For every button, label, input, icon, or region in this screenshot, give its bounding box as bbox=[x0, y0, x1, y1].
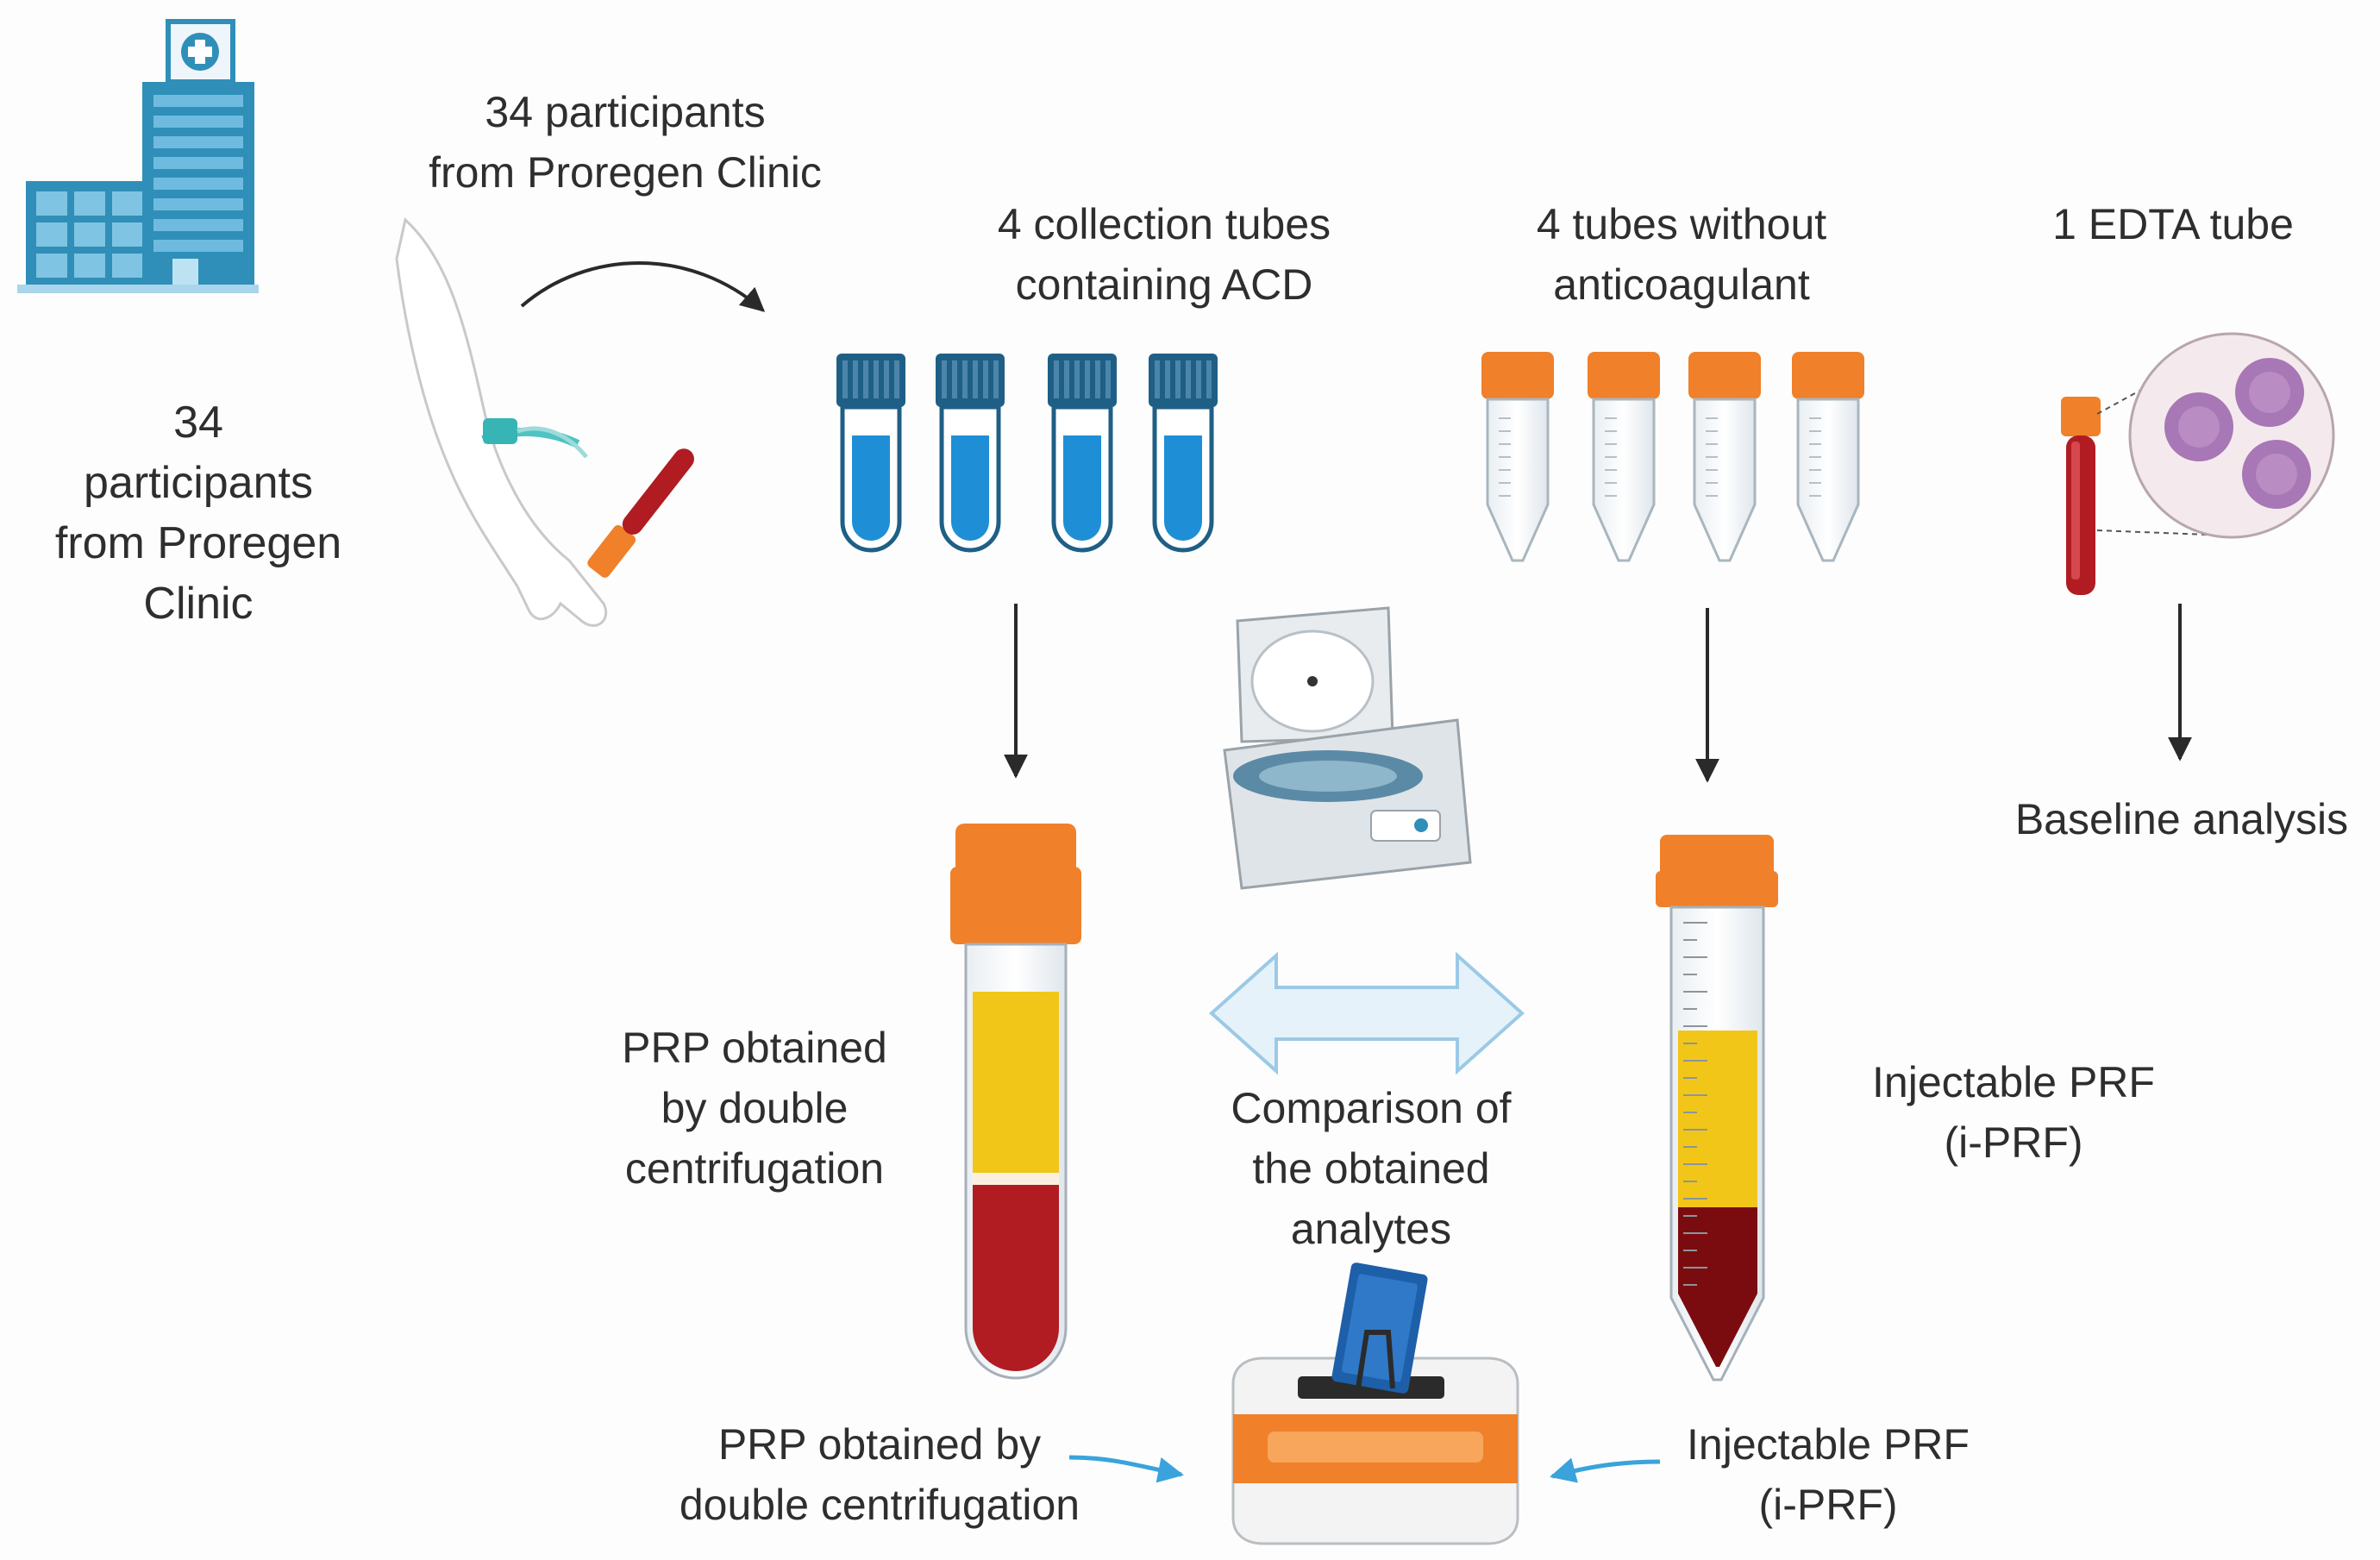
curved-arrow bbox=[520, 261, 766, 312]
conical-tube bbox=[1688, 352, 1761, 562]
acd-tube-group bbox=[836, 354, 1218, 553]
prp-tube bbox=[950, 824, 1081, 1380]
analyzer-icon bbox=[1231, 1262, 1519, 1545]
comparison-double-arrow bbox=[1208, 951, 1525, 1075]
conical-tube bbox=[1792, 352, 1864, 562]
edta-label: 1 EDTA tube bbox=[2052, 200, 2294, 248]
acd-tube bbox=[936, 354, 1005, 553]
conical-tube bbox=[1588, 352, 1660, 562]
iprf-side-label: Injectable PRF(i-PRF) bbox=[1872, 1058, 2155, 1167]
microscope-cells-icon bbox=[2096, 332, 2335, 539]
acd-tube bbox=[836, 354, 905, 553]
arm-blood-draw-icon bbox=[395, 217, 694, 627]
iprf-tube bbox=[1656, 835, 1778, 1381]
hospital-icon bbox=[17, 19, 259, 293]
acd-tube bbox=[1048, 354, 1117, 553]
baseline-label: Baseline analysis bbox=[2014, 795, 2349, 843]
acd-tube bbox=[1149, 354, 1218, 553]
blue-arrow-right bbox=[1550, 1457, 1661, 1483]
centrifuge-icon bbox=[1223, 606, 1472, 890]
edta-tube bbox=[2061, 397, 2101, 595]
no-anticoagulant-tube-group bbox=[1481, 352, 1864, 562]
iprf-bottom-label: Injectable PRF(i-PRF) bbox=[1687, 1420, 1970, 1529]
blue-arrow-left bbox=[1068, 1455, 1184, 1483]
conical-tube bbox=[1481, 352, 1554, 562]
